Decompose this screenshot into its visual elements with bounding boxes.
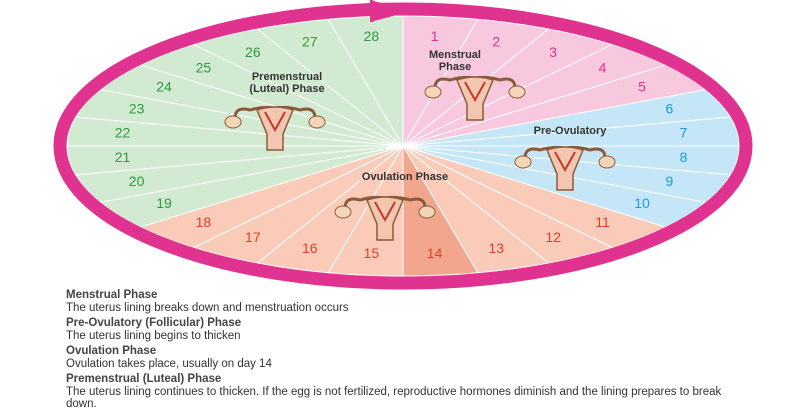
day-number-24: 24 xyxy=(156,79,172,95)
day-sector-28 xyxy=(327,15,404,148)
day-number-22: 22 xyxy=(115,124,131,140)
day-number-11: 11 xyxy=(595,214,610,230)
day-number-2: 2 xyxy=(492,34,500,50)
day-number-9: 9 xyxy=(666,173,674,189)
phase-label-3: (Luteal) Phase xyxy=(249,83,324,95)
uterus-icon-1 xyxy=(514,145,616,191)
phase-label-3: Premenstrual xyxy=(252,71,322,83)
day-number-28: 28 xyxy=(364,28,380,44)
day-number-6: 6 xyxy=(666,101,674,117)
phase-label-1: Pre-Ovulatory xyxy=(534,125,608,137)
day-number-21: 21 xyxy=(115,149,131,165)
day-number-20: 20 xyxy=(129,173,145,189)
day-number-13: 13 xyxy=(488,240,504,256)
day-number-18: 18 xyxy=(196,214,212,230)
day-number-1: 1 xyxy=(431,28,439,44)
day-number-23: 23 xyxy=(129,101,145,117)
day-number-19: 19 xyxy=(156,195,172,211)
uterus-icon-3 xyxy=(224,105,326,151)
phase-label-0: Phase xyxy=(439,61,471,73)
day-sectors xyxy=(66,15,740,277)
day-number-10: 10 xyxy=(634,195,650,211)
phase-label-2: Ovulation Phase xyxy=(362,171,448,183)
uterus-icon-2 xyxy=(334,195,436,241)
phase-label-0: Menstrual xyxy=(429,49,481,61)
day-number-5: 5 xyxy=(638,79,646,95)
direction-arrow-icon xyxy=(370,0,412,22)
day-number-8: 8 xyxy=(680,149,688,165)
day-number-7: 7 xyxy=(680,124,688,140)
uterus-icon-0 xyxy=(424,75,526,121)
day-number-3: 3 xyxy=(549,44,557,60)
day-number-12: 12 xyxy=(545,229,561,245)
day-number-16: 16 xyxy=(302,240,318,256)
day-number-27: 27 xyxy=(302,34,318,50)
day-number-15: 15 xyxy=(364,245,380,261)
day-number-14: 14 xyxy=(427,245,443,261)
day-number-25: 25 xyxy=(196,59,212,75)
day-number-4: 4 xyxy=(599,59,607,75)
day-number-26: 26 xyxy=(245,44,261,60)
day-number-17: 17 xyxy=(245,229,261,245)
